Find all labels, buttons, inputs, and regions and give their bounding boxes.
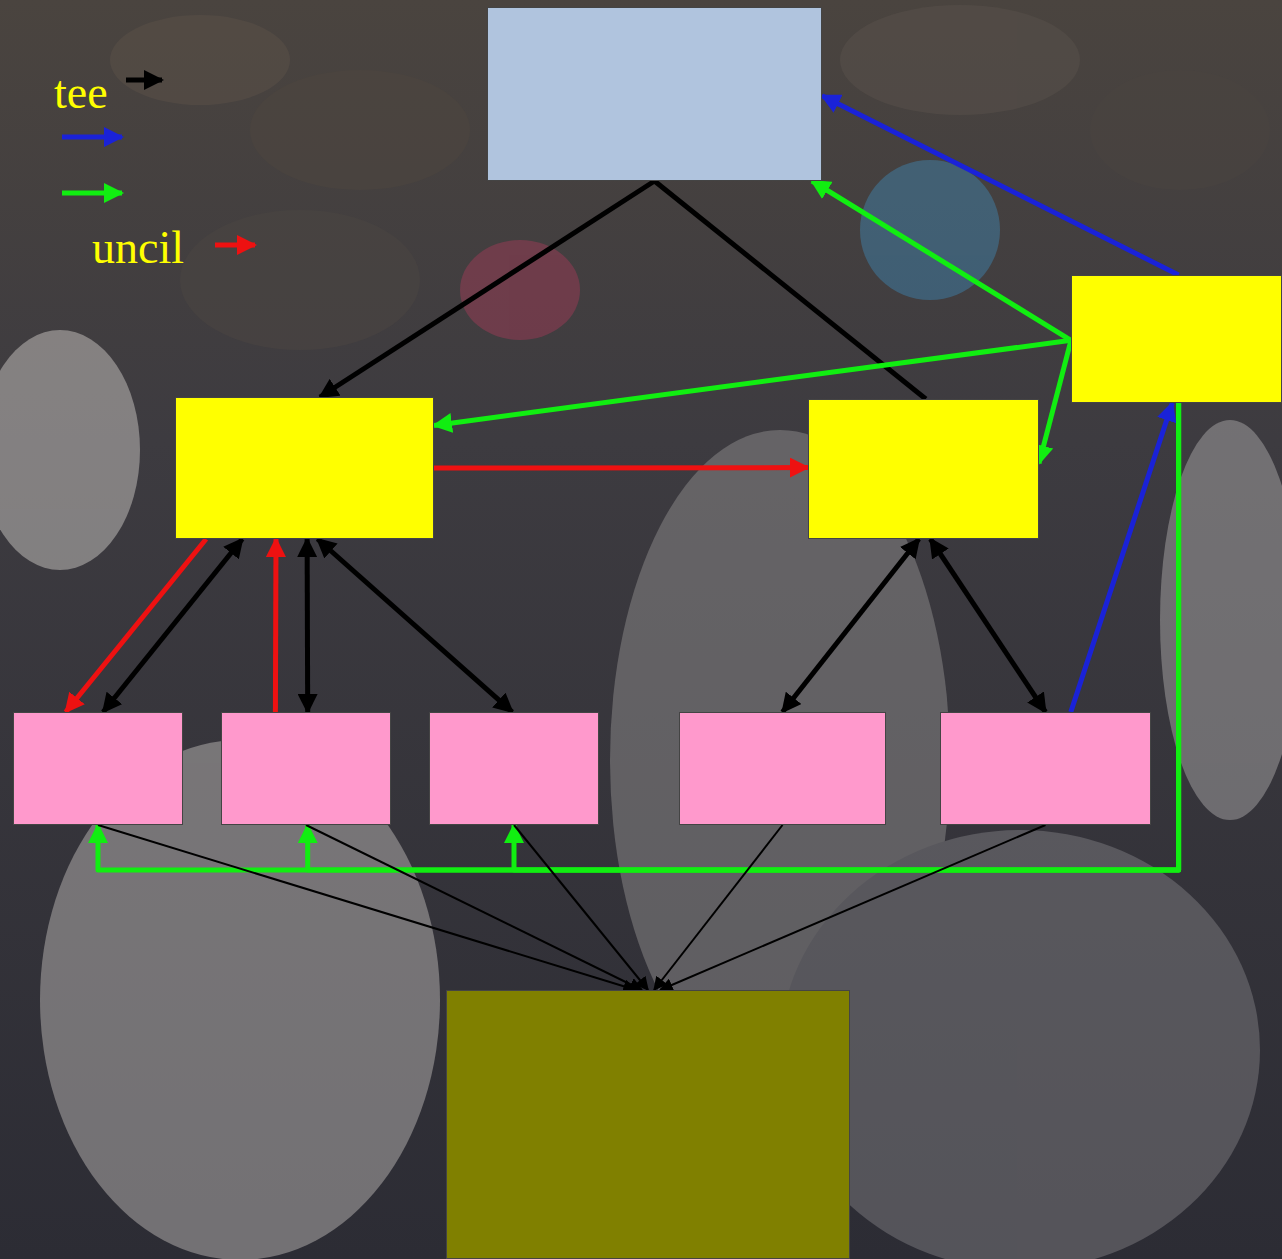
- people: [0, 160, 1282, 1259]
- robed-figure: [0, 330, 140, 570]
- blue-turban: [860, 160, 1000, 300]
- pink-box: [679, 712, 886, 825]
- connector-arrow: [783, 539, 919, 712]
- connector-arrow: [103, 539, 242, 712]
- legend-label: uncil: [92, 225, 184, 271]
- connector-arrow: [660, 825, 1045, 990]
- connector-arrow: [930, 539, 1045, 712]
- red-cloth: [460, 240, 580, 340]
- right-yellow-box: [1071, 275, 1282, 403]
- connector-arrow: [318, 539, 513, 712]
- legend-line-sample: [126, 78, 162, 83]
- connector-arrow: [1039, 340, 1071, 463]
- connector-arrow: [434, 465, 808, 470]
- connector-arrow: [812, 181, 1071, 340]
- rock: [840, 5, 1080, 115]
- legend-line-sample: [62, 191, 122, 196]
- pink-box: [221, 712, 391, 825]
- connector-arrow: [822, 96, 1179, 275]
- connector-arrow: [308, 403, 1179, 870]
- connector-arrow: [98, 825, 636, 990]
- connector-arrow: [514, 825, 648, 990]
- connector-arrow: [1071, 403, 1173, 712]
- connector-arrow: [306, 825, 642, 990]
- rock: [1090, 70, 1270, 190]
- pink-box: [940, 712, 1151, 825]
- pink-box: [13, 712, 183, 825]
- yellow-box: [175, 397, 434, 539]
- connector-arrow: [305, 539, 311, 712]
- top-box: [487, 7, 822, 181]
- rock: [110, 15, 290, 105]
- connector-arrow: [66, 539, 206, 712]
- yellow-box: [808, 399, 1039, 539]
- connector-arrow: [273, 539, 279, 712]
- legend-label: tee: [54, 70, 108, 116]
- robed-figure: [780, 830, 1260, 1259]
- rock: [180, 210, 420, 350]
- legend-line-sample: [215, 243, 255, 248]
- rock: [250, 70, 470, 190]
- legend-line-sample: [62, 135, 122, 140]
- connector-arrow: [320, 181, 655, 397]
- olive-box: [446, 990, 850, 1259]
- pink-box: [429, 712, 599, 825]
